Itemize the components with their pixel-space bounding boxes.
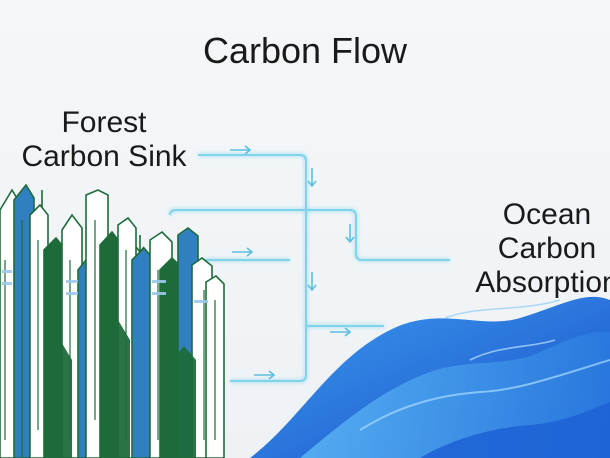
forest-carbon-sink-label: Forest Carbon Sink (14, 106, 194, 174)
ocean-label-line-1: Ocean (502, 198, 592, 231)
carbon-flow-lines (169, 154, 450, 382)
forest-buildings-illustration (0, 183, 225, 458)
ocean-label-line-2: Carbon (497, 232, 597, 265)
diagram-title: Carbon Flow (202, 30, 408, 71)
ocean-waves-illustration (250, 296, 610, 458)
forest-label-line-2: Carbon Sink (21, 140, 187, 173)
ocean-label-line-3: Absorption (475, 266, 610, 299)
forest-label-line-1: Forest (61, 106, 147, 139)
ocean-carbon-absorption-label: Ocean Carbon Absorption (462, 198, 610, 300)
